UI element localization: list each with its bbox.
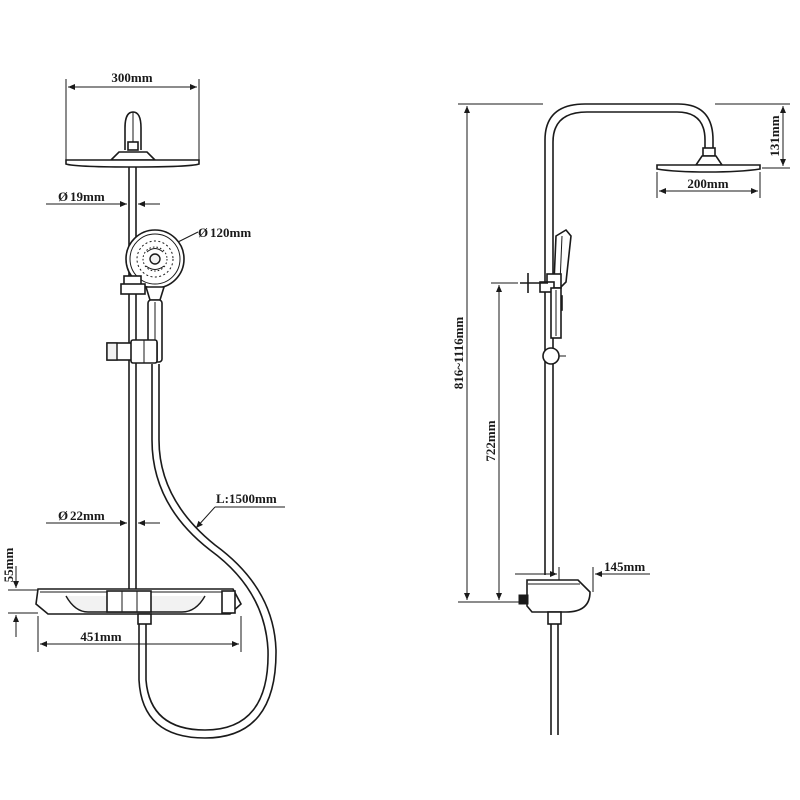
diverter-knob-side [520,273,548,293]
dimension-rail-height: 722mm [483,282,518,600]
hand-shower: Ø 120mm [125,225,251,363]
dimension-handshower-diameter: Ø 120mm [177,225,251,243]
riser-rail-front [128,167,137,590]
overhead-width-side-label: 200mm [687,176,728,191]
dimension-pipe-diameter-top: Ø 19mm [46,189,160,207]
dimension-hose-length: L:1500mm [195,491,285,529]
pipe-diameter-bottom-label: 22mm [70,508,105,523]
total-height-label: 816~1116mm [451,317,466,390]
diameter-symbol: Ø [198,225,208,240]
diameter-symbol: Ø [58,508,68,523]
thermostatic-shelf-mixer [35,588,242,625]
overhead-width-label: 300mm [111,70,152,85]
dimension-total-height: 816~1116mm [451,103,543,603]
dimension-shelf-width: 451mm [37,616,242,652]
handshower-holder [120,275,146,295]
dimension-overhead-width-front: 300mm [65,70,200,162]
dimension-pipe-diameter-bottom: Ø 22mm [46,508,160,526]
slide-bar-clamp-side [542,347,566,365]
shower-hose: L:1500mm [138,364,285,739]
dimension-overhead-drop: 131mm [715,103,790,169]
side-view: 131mm 200mm [451,103,790,735]
shelf-width-label: 451mm [80,629,121,644]
hose-length-label: L:1500mm [216,491,277,506]
handshower-diameter-label: 120mm [210,225,251,240]
overhead-shower-head-side [656,147,761,173]
dimension-shelf-height: 55mm [1,548,38,637]
pipe-diameter-top-label: 19mm [70,189,105,204]
shelf-height-label: 55mm [1,548,16,583]
overhead-drop-label: 131mm [767,115,782,156]
rail-height-label: 722mm [483,420,498,461]
dimension-overhead-width-side: 200mm [656,172,761,198]
dimension-mixer-depth: 145mm [515,559,650,592]
overhead-shower-head [65,111,200,168]
diameter-symbol: Ø [58,189,68,204]
slide-bar-clamp [106,339,158,364]
front-view: 300mm Ø 19mm [1,70,285,739]
riser-rail-side [544,103,714,575]
thermostatic-mixer-side [518,579,591,735]
hand-shower-side [539,228,572,339]
mixer-depth-label: 145mm [604,559,645,574]
